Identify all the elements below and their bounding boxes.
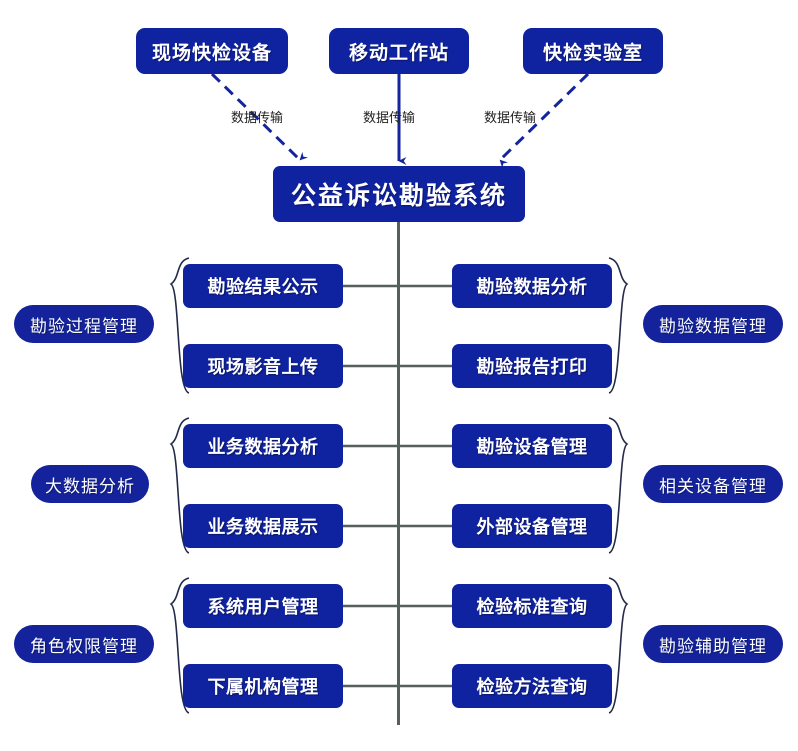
category-pill-left-3[interactable]: 角色权限管理 — [14, 625, 154, 663]
flow-label-1: 数据传输 — [231, 110, 284, 125]
category-pill-left-2[interactable]: 大数据分析 — [31, 465, 149, 503]
source-node-3[interactable]: 快检实验室 — [523, 28, 663, 74]
leaf-node-left-3-1[interactable]: 系统用户管理 — [183, 584, 343, 628]
flow-line-3 — [498, 72, 590, 169]
leaf-node-left-3-2[interactable]: 下属机构管理 — [183, 664, 343, 708]
flow-line-1 — [210, 72, 309, 162]
leaf-node-left-2-1[interactable]: 业务数据分析 — [183, 424, 343, 468]
brace-right-3 — [608, 577, 629, 714]
flow-label-3: 数据传输 — [484, 110, 537, 125]
brace-left-3 — [169, 577, 190, 714]
leaf-node-right-1-2[interactable]: 勘验报告打印 — [452, 344, 612, 388]
leaf-node-right-2-1[interactable]: 勘验设备管理 — [452, 424, 612, 468]
category-pill-right-3[interactable]: 勘验辅助管理 — [643, 625, 783, 663]
leaf-node-right-2-2[interactable]: 外部设备管理 — [452, 504, 612, 548]
source-node-1[interactable]: 现场快检设备 — [136, 28, 288, 74]
leaf-node-right-3-2[interactable]: 检验方法查询 — [452, 664, 612, 708]
leaf-node-right-3-1[interactable]: 检验标准查询 — [452, 584, 612, 628]
source-node-2[interactable]: 移动工作站 — [329, 28, 469, 74]
central-system-node[interactable]: 公益诉讼勘验系统 — [273, 166, 525, 222]
brace-right-1 — [608, 257, 629, 394]
category-pill-right-2[interactable]: 相关设备管理 — [643, 465, 783, 503]
category-pill-left-1[interactable]: 勘验过程管理 — [14, 305, 154, 343]
leaf-node-right-1-1[interactable]: 勘验数据分析 — [452, 264, 612, 308]
brace-right-2 — [608, 417, 629, 554]
leaf-node-left-2-2[interactable]: 业务数据展示 — [183, 504, 343, 548]
category-pill-right-1[interactable]: 勘验数据管理 — [643, 305, 783, 343]
leaf-node-left-1-1[interactable]: 勘验结果公示 — [183, 264, 343, 308]
leaf-node-left-1-2[interactable]: 现场影音上传 — [183, 344, 343, 388]
flow-label-2: 数据传输 — [363, 110, 416, 125]
brace-left-2 — [169, 417, 190, 554]
brace-left-1 — [169, 257, 190, 394]
